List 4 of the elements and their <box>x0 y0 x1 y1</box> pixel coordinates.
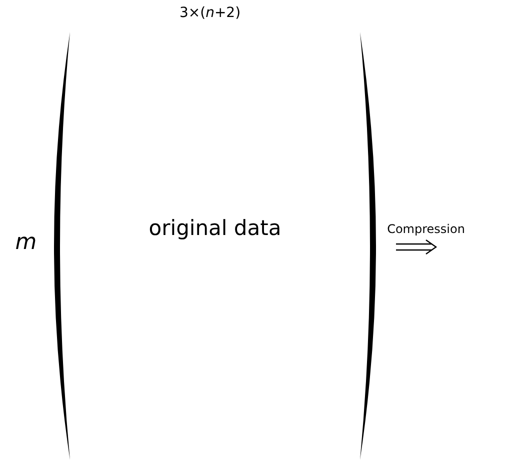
arrow-label: Compression <box>386 222 466 236</box>
dimension-label: m <box>14 230 38 255</box>
dimension-label: 3×(n+2) <box>178 5 242 21</box>
matrix-label: original data <box>148 216 282 240</box>
